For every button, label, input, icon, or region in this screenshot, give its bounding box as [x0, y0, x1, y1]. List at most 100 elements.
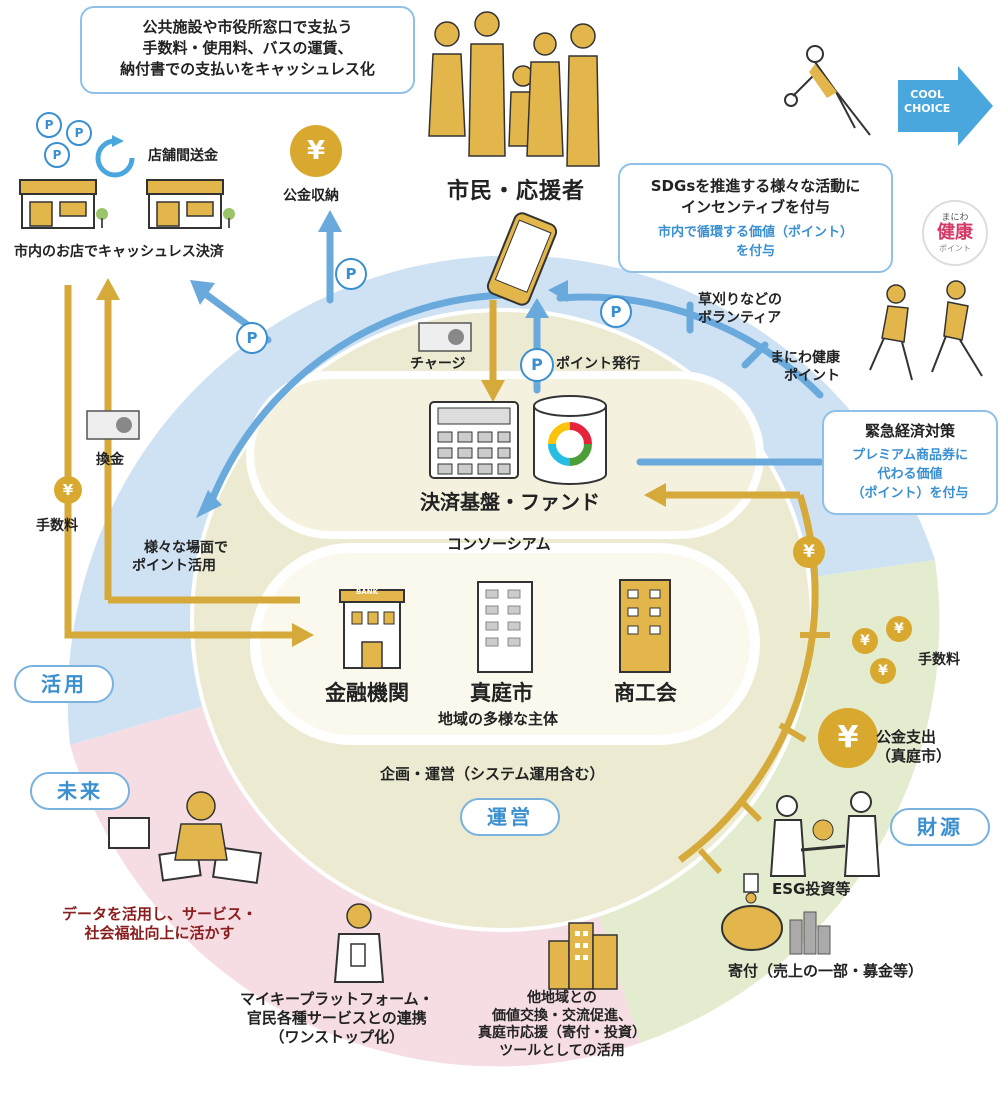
shop-icon: [19, 179, 108, 229]
health-line: ポイント: [784, 367, 840, 384]
point-coin-icon: P: [66, 120, 92, 146]
katsuyo-pill: 活用: [14, 665, 114, 703]
fee-yen-icon: ¥: [54, 476, 82, 504]
yen-coin-icon: ¥: [886, 616, 912, 642]
blue-arc-right: [556, 293, 824, 399]
handshake-icon: [769, 791, 881, 877]
calculator-icon: [429, 401, 519, 479]
bank-building-icon: [339, 589, 405, 669]
blue-arrowheads: [190, 210, 568, 518]
donation-label: 寄付（売上の一部・募金等）: [728, 962, 924, 980]
volunteer-line: 草刈りなどの: [698, 292, 782, 308]
callout-line: 納付書での支払いをキャッシュレス化: [120, 60, 375, 78]
database-sdgs-icon: [533, 395, 607, 485]
data-use-label: データを活用し、サービス・ 社会福祉向上に活かす: [62, 905, 257, 943]
health-point-label: まにわ健康 ポイント: [770, 350, 840, 385]
smartphone-user-icon: [333, 903, 385, 983]
piggy-bank-icon: [721, 873, 831, 955]
smartphone-icon: [486, 212, 558, 306]
bank-sign-label: BANK: [356, 588, 379, 596]
chamber-label: 商工会: [614, 681, 677, 705]
health-line: まにわ健康: [770, 350, 840, 366]
health-point-badge: まにわ 健康 ポイント: [922, 200, 988, 266]
planning-label: 企画・運営（システム運用含む）: [380, 765, 605, 783]
callout-public-payment: 公共施設や市役所窓口で支払う 手数料・使用料、バスの運賃、 納付書での支払いをキ…: [80, 6, 415, 94]
shop-icon: [146, 179, 235, 229]
badge-main: 健康: [937, 222, 973, 243]
badge-bottom: ポイント: [939, 244, 971, 253]
callout-sdgs: SDGsを推進する様々な活動に インセンティブを付与 市内で循環する価値（ポイン…: [618, 163, 893, 273]
arrowhead-citizen: [548, 280, 568, 302]
volunteer-line: ボランティア: [698, 309, 782, 326]
public-expense-line: （真庭市）: [876, 746, 952, 765]
public-expense-yen-icon: ¥: [818, 708, 878, 768]
point-coin-icon: P: [335, 258, 367, 290]
arrowhead-bank: [292, 623, 314, 647]
point-coin-icon: P: [36, 112, 62, 138]
runners-icon: [869, 280, 983, 381]
other-region-line: 価値交換・交流促進、: [492, 1007, 632, 1024]
various-use-line: ポイント活用: [132, 557, 216, 574]
other-region-line: 真庭市応援（寄付・投資）: [478, 1025, 646, 1041]
blue-arc-left: [206, 291, 507, 509]
gold-left-down: [64, 285, 292, 639]
banknote-icon: [86, 410, 140, 440]
bank-label: 金融機関: [325, 681, 409, 705]
consortium-label: コンソーシアム: [447, 535, 551, 553]
gold-arrowheads: [96, 278, 666, 647]
mykey-line: マイキープラットフォーム・: [240, 990, 434, 1008]
yen-coin-icon: ¥: [870, 658, 896, 684]
data-use-line: 社会福祉向上に活かす: [84, 923, 235, 942]
callout-line: 手数料・使用料、バスの運賃、: [142, 39, 353, 57]
platform-label: 決済基盤・ファンド: [420, 490, 600, 514]
data-analyst-icon: [108, 791, 263, 885]
cool-choice-text: COOL CHOICE: [904, 88, 950, 116]
public-expense-label: 公金支出 （真庭市）: [876, 728, 951, 766]
other-region-label: 他地域との 価値交換・交流促進、 真庭市応援（寄付・投資） ツールとしての活用: [478, 990, 646, 1060]
callout-subline: を付与: [735, 244, 775, 259]
fee-right-label: 手数料: [918, 652, 960, 668]
point-coin-icon: P: [236, 322, 268, 354]
callout-line: 公共施設や市役所窓口で支払う: [142, 18, 353, 36]
callout-subline: 代わる価値: [877, 467, 943, 482]
other-region-line: ツールとしての活用: [499, 1042, 625, 1059]
callout-line: インセンティブを付与: [680, 198, 831, 216]
shop-transfer-label: 店舗間送金: [148, 148, 218, 164]
arrowhead-various: [196, 490, 222, 518]
callout-subline: プレミアム商品券に: [851, 448, 969, 463]
zaigen-pill: 財源: [890, 808, 990, 846]
chamber-building-icon: [619, 579, 671, 673]
arrowhead-charge: [481, 380, 505, 402]
refresh-cycle-icon: [95, 135, 135, 178]
callout-subline: 市内で循環する価値（ポイント）: [657, 225, 853, 240]
yen-coin-icon: ¥: [793, 536, 825, 568]
point-coin-icon: P: [600, 296, 632, 328]
cool-choice-arrow: [898, 66, 993, 146]
gold-ticks: [697, 632, 830, 875]
arrowhead-point-up: [525, 298, 549, 318]
arrowhead-exchange: [96, 278, 120, 300]
various-use-line: 様々な場面で: [144, 540, 228, 556]
callout-subline: （ポイント）を付与: [851, 486, 969, 501]
various-use-label: 様々な場面で ポイント活用: [132, 540, 228, 575]
volunteer-label: 草刈りなどの ボランティア: [698, 292, 782, 327]
banknote-icon: [418, 322, 472, 352]
blue-tick-2: [741, 341, 769, 369]
callout-emergency: 緊急経済対策 プレミアム商品券に 代わる価値 （ポイント）を付与: [822, 410, 998, 515]
unei-pill: 運営: [460, 798, 560, 836]
mirai-pill: 未来: [30, 772, 130, 810]
data-use-line: データを活用し、サービス・: [62, 905, 258, 923]
shop-cashless-label: 市内のお店でキャッシュレス決済: [14, 244, 224, 260]
person-picking-trash-icon: [784, 45, 871, 136]
point-coin-icon: P: [44, 142, 70, 168]
city-buildings-icon: [548, 922, 618, 990]
citizens-label: 市民・応援者: [447, 179, 586, 204]
esg-label: ESG投資等: [772, 880, 851, 898]
cool-choice-line: CHOICE: [904, 102, 951, 115]
charge-label: チャージ: [410, 356, 466, 372]
point-coin-icon: P: [520, 348, 554, 382]
fee-left-label: 手数料: [36, 518, 78, 534]
city-label: 真庭市: [470, 681, 533, 705]
blue-flow: [196, 226, 824, 509]
